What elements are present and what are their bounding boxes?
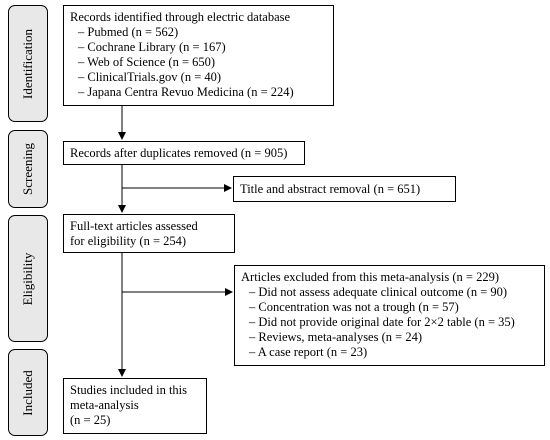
after-duplicates-text: Records after duplicates removed (n = 90…	[70, 146, 288, 160]
source-clinicaltrials: ClinicalTrials.gov (n = 40)	[70, 70, 327, 85]
title-abstract-text: Title and abstract removal (n = 651)	[240, 182, 421, 196]
phase-label-identification: Identification	[20, 28, 35, 99]
source-pubmed: Pubmed (n = 562)	[70, 25, 327, 40]
excluded-title: Articles excluded from this meta-analysi…	[241, 270, 500, 284]
excluded-reason-trough: Concentration was not a trough (n = 57)	[241, 300, 538, 315]
box-articles-excluded: Articles excluded from this meta-analysi…	[234, 265, 545, 366]
excluded-reason-2x2: Did not provide original date for 2×2 ta…	[241, 315, 538, 330]
box-after-duplicates: Records after duplicates removed (n = 90…	[63, 141, 305, 165]
source-cochrane: Cochrane Library (n = 167)	[70, 40, 327, 55]
box-records-identified: Records identified through electric data…	[63, 5, 334, 106]
included-line1: Studies included in this	[70, 383, 188, 397]
excluded-reason-outcome: Did not assess adequate clinical outcome…	[241, 285, 538, 300]
records-identified-title: Records identified through electric data…	[70, 10, 291, 24]
fulltext-line1: Full-text articles assessed	[70, 219, 198, 233]
included-line3: (n = 25)	[70, 413, 111, 427]
phase-identification: Identification	[8, 5, 48, 122]
phase-label-screening: Screening	[20, 143, 35, 195]
box-title-abstract-removal: Title and abstract removal (n = 651)	[233, 176, 456, 202]
fulltext-line2: for eligibility (n = 254)	[70, 234, 187, 248]
box-fulltext-assessed: Full-text articles assessed for eligibil…	[63, 214, 235, 253]
phase-label-included: Included	[20, 369, 35, 416]
source-jcrm: Japana Centra Revuo Medicina (n = 224)	[70, 85, 327, 100]
phase-label-eligibility: Eligibility	[20, 252, 35, 305]
phase-eligibility: Eligibility	[8, 215, 48, 342]
excluded-reason-case-report: A case report (n = 23)	[241, 345, 538, 360]
excluded-reason-reviews: Reviews, meta-analyses (n = 24)	[241, 330, 538, 345]
phase-screening: Screening	[8, 130, 48, 208]
included-line2: meta-analysis	[70, 398, 139, 412]
source-web-of-science: Web of Science (n = 650)	[70, 55, 327, 70]
box-studies-included: Studies included in this meta-analysis (…	[63, 378, 207, 434]
phase-included: Included	[8, 349, 48, 436]
